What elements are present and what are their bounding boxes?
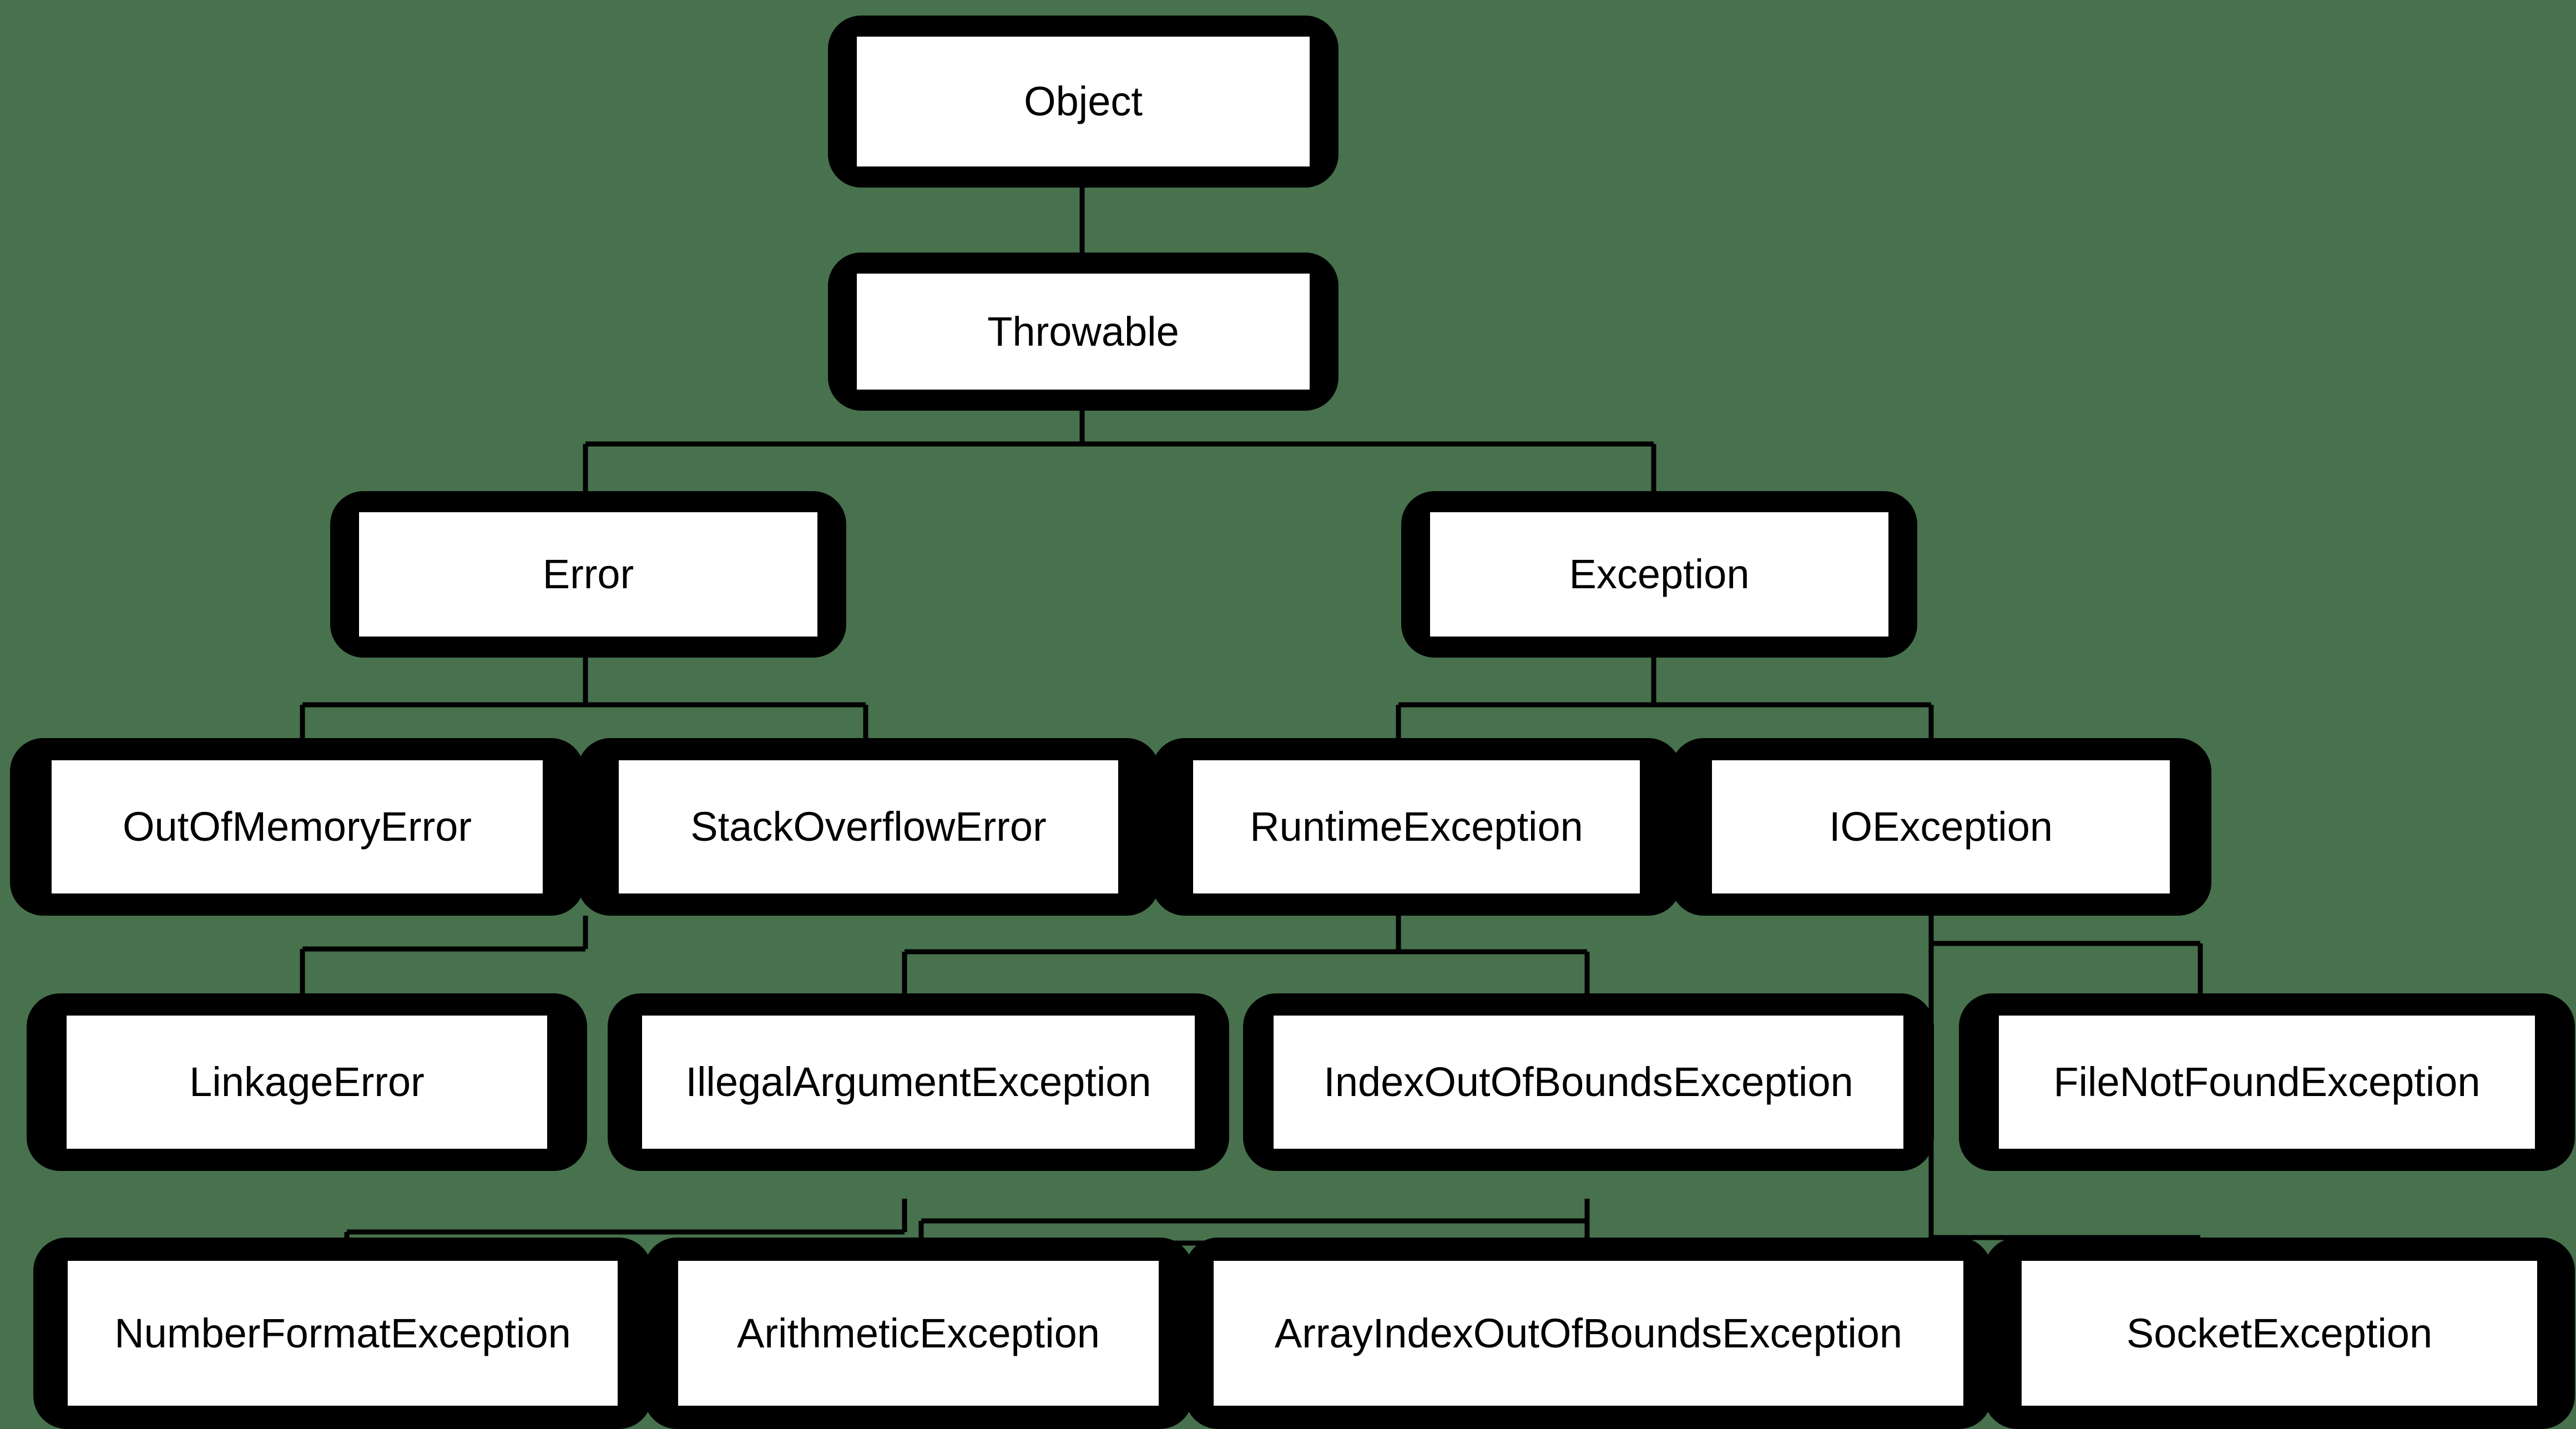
node-stack-overflow-error-label: StackOverflowError [619,760,1118,893]
node-error[interactable]: Error [330,491,846,658]
node-throwable-label: Throwable [857,274,1310,390]
node-object-label: Object [857,37,1310,166]
node-stack-overflow-error[interactable]: StackOverflowError [577,738,1160,916]
node-arithmetic-exception[interactable]: ArithmeticException [644,1238,1193,1429]
node-socket-exception-label: SocketException [2022,1261,2537,1406]
node-file-not-found-exception-label: FileNotFoundException [1999,1016,2535,1149]
edge-throwable-fanout [583,411,1656,491]
node-runtime-exception[interactable]: RuntimeException [1151,738,1681,916]
edge-exception-fanout [1396,658,1934,752]
node-file-not-found-exception[interactable]: FileNotFoundException [1959,993,2575,1171]
node-arithmetic-exception-label: ArithmeticException [678,1261,1159,1406]
edge-runtimeexception-fanout [902,916,1590,996]
node-index-out-of-bounds-exception-label: IndexOutOfBoundsException [1274,1016,1903,1149]
node-exception[interactable]: Exception [1401,491,1917,658]
node-out-of-memory-error[interactable]: OutOfMemoryError [10,738,584,916]
node-throwable[interactable]: Throwable [828,253,1338,411]
node-illegal-argument-exception[interactable]: IllegalArgumentException [608,993,1229,1171]
node-io-exception-label: IOException [1712,760,2170,893]
node-exception-label: Exception [1430,512,1888,637]
node-array-index-out-of-bounds-exception-label: ArrayIndexOutOfBoundsException [1214,1261,1963,1406]
node-object[interactable]: Object [828,16,1338,188]
node-number-format-exception[interactable]: NumberFormatException [33,1238,652,1429]
node-io-exception[interactable]: IOException [1670,738,2211,916]
node-index-out-of-bounds-exception[interactable]: IndexOutOfBoundsException [1243,993,1934,1171]
edge-ioexception-fanout [1928,916,2203,993]
node-out-of-memory-error-label: OutOfMemoryError [52,760,543,893]
node-error-label: Error [359,512,817,637]
edge-oome-linkageerror [300,916,588,993]
node-socket-exception[interactable]: SocketException [1984,1238,2575,1429]
edge-error-fanout [300,658,868,752]
node-illegal-argument-exception-label: IllegalArgumentException [642,1016,1195,1149]
node-runtime-exception-label: RuntimeException [1193,760,1640,893]
node-array-index-out-of-bounds-exception[interactable]: ArrayIndexOutOfBoundsException [1185,1238,1992,1429]
node-number-format-exception-label: NumberFormatException [68,1261,618,1406]
node-linkage-error[interactable]: LinkageError [27,993,587,1171]
node-linkage-error-label: LinkageError [67,1016,547,1149]
